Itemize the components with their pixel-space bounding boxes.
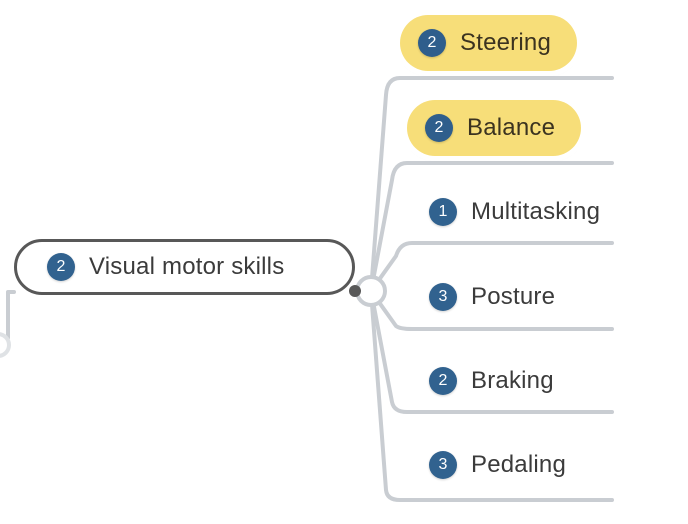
central-node-badge: 2 (47, 253, 75, 281)
branch-node-balance[interactable]: 2 Balance (407, 100, 582, 156)
central-hub-ring[interactable] (355, 275, 387, 307)
branch-node-badge: 2 (418, 29, 446, 57)
branch-node-label: Steering (460, 29, 551, 56)
branch-node-badge: 3 (429, 451, 457, 479)
branch-node-posture[interactable]: 3 Posture (405, 269, 555, 325)
branch-node-pedaling[interactable]: 3 Pedaling (405, 437, 566, 493)
branch-node-label: Posture (471, 283, 556, 310)
left-edge-hub (0, 332, 11, 358)
incoming-branch-line (0, 290, 16, 350)
branch-node-label: Braking (471, 367, 554, 394)
central-node-connector-dot (349, 285, 361, 297)
branch-node-multitasking[interactable]: 1 Multitasking (405, 184, 600, 240)
branch-node-badge: 2 (425, 114, 453, 142)
central-node[interactable]: 2 Visual motor skills (14, 239, 355, 295)
branch-node-badge: 3 (429, 283, 457, 311)
central-node-label: Visual motor skills (89, 253, 285, 280)
branch-node-label: Balance (467, 114, 556, 141)
branch-node-label: Multitasking (471, 198, 601, 225)
branch-node-steering[interactable]: 2 Steering (400, 15, 577, 71)
branch-node-badge: 2 (429, 367, 457, 395)
branch-node-badge: 1 (429, 198, 457, 226)
branch-node-label: Pedaling (471, 451, 567, 478)
branch-node-braking[interactable]: 2 Braking (405, 353, 554, 409)
